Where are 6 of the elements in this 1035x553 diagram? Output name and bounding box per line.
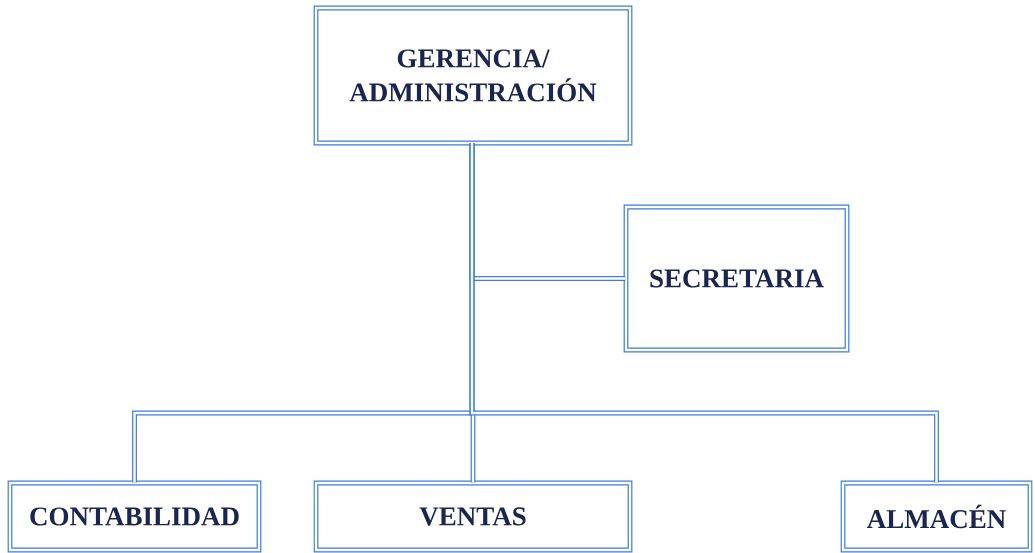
org-box: SECRETARIA <box>623 204 850 353</box>
org-box: CONTABILIDAD <box>7 480 262 553</box>
org-box: GERENCIA/ ADMINISTRACIÓN <box>313 5 633 146</box>
connector-line <box>469 143 939 483</box>
org-box: ALMACÉN <box>840 480 1033 553</box>
org-box: VENTAS <box>313 480 633 553</box>
